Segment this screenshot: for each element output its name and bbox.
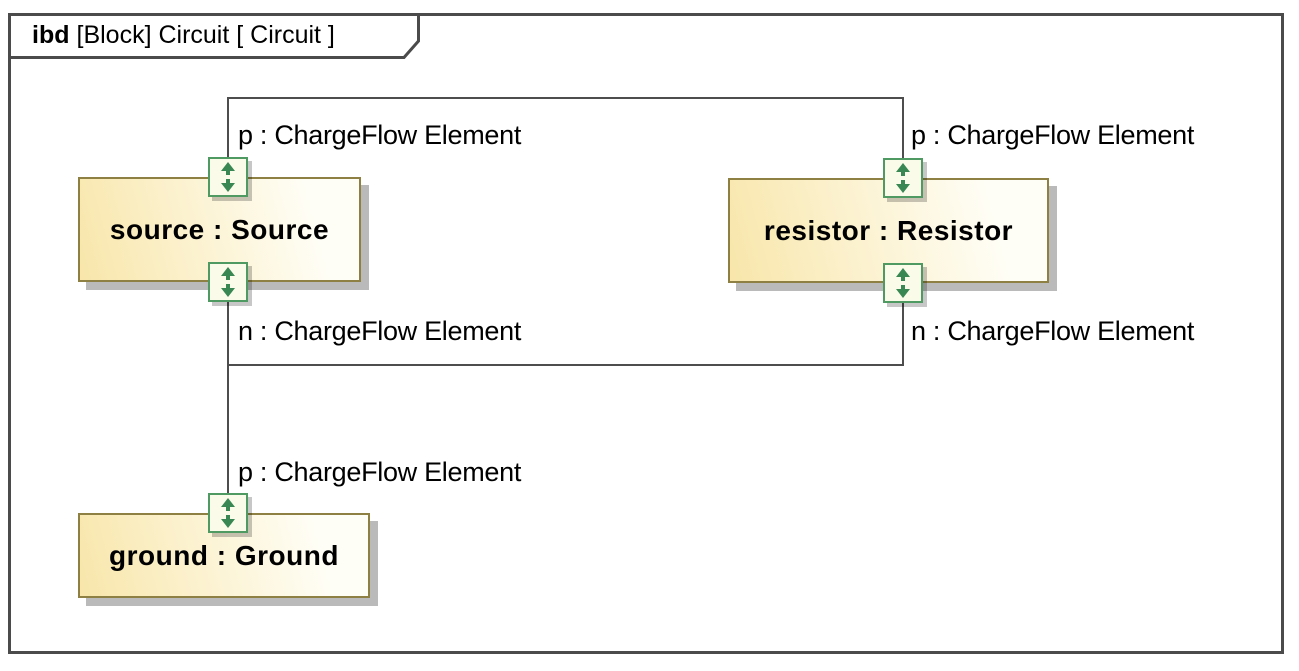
block-ground-label: ground : Ground <box>109 539 339 571</box>
diagram-title: ibd [Block] Circuit [ Circuit ] <box>8 13 408 57</box>
port-resistor-n[interactable] <box>883 263 923 303</box>
port-source-p[interactable] <box>208 157 248 197</box>
block-resistor-label: resistor : Resistor <box>763 214 1014 246</box>
port-resistor-p[interactable] <box>883 158 923 198</box>
port-label-resistor-p[interactable]: p : ChargeFlow Element <box>911 120 1195 150</box>
diagram-frame <box>8 13 1284 654</box>
port-label-source-n[interactable]: n : ChargeFlow Element <box>238 316 522 346</box>
port-label-resistor-n[interactable]: n : ChargeFlow Element <box>911 316 1195 346</box>
title-tab-shape <box>8 13 420 59</box>
inout-arrows-icon <box>221 498 235 528</box>
inout-arrows-icon <box>221 267 235 297</box>
connector-sourceN-resistorN[interactable] <box>228 295 904 366</box>
diagram-title-keyword: ibd <box>32 20 70 49</box>
connector-sourceP-resistorP[interactable] <box>227 97 904 165</box>
block-source-label: source : Source <box>109 213 330 245</box>
inout-arrows-icon <box>221 162 235 192</box>
inout-arrows-icon <box>896 268 910 298</box>
port-source-n[interactable] <box>208 262 248 302</box>
inout-arrows-icon <box>896 163 910 193</box>
port-label-source-p[interactable]: p : ChargeFlow Element <box>238 120 522 150</box>
diagram-title-text: [Block] Circuit [ Circuit ] <box>76 20 335 49</box>
port-ground-p[interactable] <box>208 493 248 533</box>
port-label-ground-p[interactable]: p : ChargeFlow Element <box>238 457 522 487</box>
